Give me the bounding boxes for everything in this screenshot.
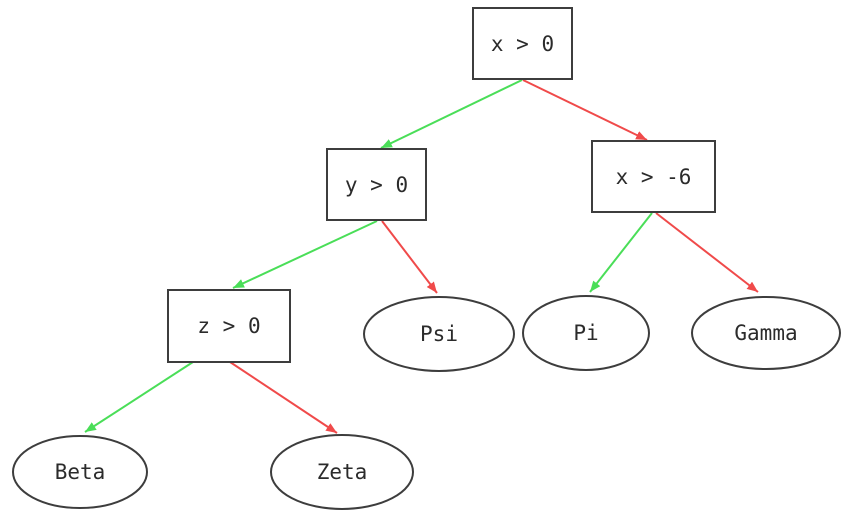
node-z-gt-0-label: z > 0	[197, 314, 260, 338]
node-beta: Beta	[12, 435, 148, 509]
node-x-gt-0-label: x > 0	[491, 32, 554, 56]
node-beta-ellipse	[12, 435, 148, 509]
edge-xm6-to-pi-true	[589, 212, 653, 293]
node-y-gt-0-box	[326, 148, 427, 221]
node-gamma-label: Gamma	[734, 321, 797, 345]
node-pi-ellipse	[522, 295, 650, 371]
edge-y0-to-z0-true	[232, 220, 378, 289]
edge-x0-to-y0-true	[380, 79, 523, 149]
node-z-gt-0-box	[167, 289, 291, 363]
edge-z0-to-beta-true	[84, 361, 194, 433]
node-x-gt-neg6: x > -6	[591, 140, 716, 213]
node-y-gt-0: y > 0	[326, 148, 427, 221]
edge-z0-to-zeta-false	[229, 361, 338, 434]
node-pi: Pi	[522, 295, 650, 371]
edge-y0-to-psi-false	[381, 220, 438, 294]
node-zeta: Zeta	[270, 434, 414, 510]
node-zeta-label: Zeta	[317, 460, 368, 484]
node-psi-label: Psi	[420, 322, 458, 346]
node-y-gt-0-label: y > 0	[345, 173, 408, 197]
edge-xm6-to-gamma-false	[655, 212, 759, 293]
node-beta-label: Beta	[55, 460, 106, 484]
node-psi-ellipse	[363, 296, 515, 372]
edges-layer	[84, 79, 759, 434]
node-psi: Psi	[363, 296, 515, 372]
node-x-gt-0: x > 0	[472, 7, 573, 80]
node-x-gt-neg6-label: x > -6	[616, 165, 692, 189]
node-x-gt-neg6-box	[591, 140, 716, 213]
node-gamma: Gamma	[691, 296, 841, 370]
node-pi-label: Pi	[573, 321, 598, 345]
node-x-gt-0-box	[472, 7, 573, 80]
node-zeta-ellipse	[270, 434, 414, 510]
edge-x0-to-xm6-false	[522, 79, 648, 141]
node-gamma-ellipse	[691, 296, 841, 370]
node-z-gt-0: z > 0	[167, 289, 291, 363]
